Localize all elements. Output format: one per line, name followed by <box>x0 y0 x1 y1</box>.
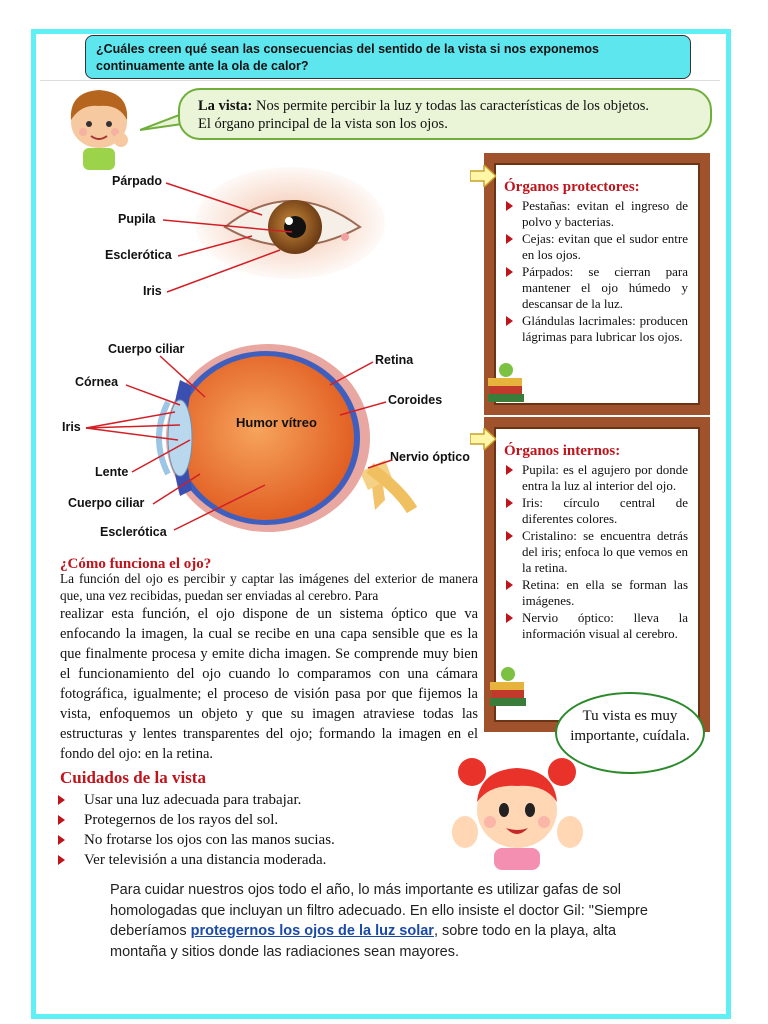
bottom-text-after: , sobre todo en la playa, alta montaña y… <box>110 923 617 960</box>
how-title: ¿Cómo funciona el ojo? <box>60 556 212 572</box>
list-item: Ver televisión a una distancia moderada. <box>56 850 335 870</box>
label-esclerotica-ext: Esclerótica <box>105 248 172 262</box>
label-pupila: Pupila <box>118 212 156 226</box>
list-item: Pestañas: evitan el ingreso de polvo y b… <box>504 198 688 230</box>
definition-term: La vista: <box>198 98 253 114</box>
list-item: Cristalino: se encuentra detrás del iris… <box>504 528 688 576</box>
label-parpado: Párpado <box>112 174 163 188</box>
sun-protection-link[interactable]: protegernos los ojos de la luz solar <box>190 923 434 939</box>
list-item: Protegernos de los rayos del sol. <box>56 810 335 830</box>
label-cornea: Córnea <box>75 375 119 389</box>
protectores-list: Pestañas: evitan el ingreso de polvo y b… <box>504 198 688 345</box>
label-retina: Retina <box>375 353 414 367</box>
panel-organos-protectores: Órganos protectores: Pestañas: evitan el… <box>484 153 710 415</box>
definition-line2: El órgano principal de la vista son los … <box>198 116 448 132</box>
care-speech-bubble: Tu vista es muy importante, cuídala. <box>555 692 705 774</box>
protectores-title: Órganos protectores: <box>504 179 640 195</box>
boy-illustration <box>70 90 128 170</box>
list-item: No frotarse los ojos con las manos sucia… <box>56 830 335 850</box>
care-list: Usar una luz adecuada para trabajar. Pro… <box>56 790 335 870</box>
label-cuerpo-ciliar-top: Cuerpo ciliar <box>108 342 185 356</box>
how-intro: La función del ojo es percibir y captar … <box>60 571 478 603</box>
external-eye-illustration <box>195 167 385 279</box>
how-paragraph: La función del ojo es percibir y captar … <box>60 571 478 764</box>
eye-cross-section-illustration <box>156 344 418 532</box>
books-apple-icon <box>488 363 524 402</box>
list-item: Retina: en ella se forman las imágenes. <box>504 577 688 609</box>
list-item: Párpados: se cierran para mantener el oj… <box>504 264 688 312</box>
label-coroides: Coroides <box>388 393 443 407</box>
page-frame <box>31 29 731 1019</box>
books-apple-icon <box>490 667 526 706</box>
list-item: Iris: círculo central de diferentes colo… <box>504 495 688 527</box>
bottom-paragraph: Para cuidar nuestros ojos todo el año, l… <box>110 880 670 962</box>
care-title: Cuidados de la vista <box>60 768 206 787</box>
internos-title: Órganos internos: <box>504 443 621 459</box>
label-esclerotica-cross: Esclerótica <box>100 525 167 539</box>
list-item: Glándulas lacrimales: producen lágrimas … <box>504 313 688 345</box>
definition-line1: Nos permite percibir la luz y todas las … <box>256 98 649 114</box>
label-humor-vitreo: Humor vítreo <box>236 415 317 430</box>
list-item: Pupila: es el agujero por donde entra la… <box>504 462 688 494</box>
arrow-icon <box>470 428 496 450</box>
question-box: ¿Cuáles creen qué sean las consecuencias… <box>85 35 691 79</box>
how-body: realizar esta función, el ojo dispone de… <box>60 606 478 762</box>
label-iris-cross: Iris <box>62 420 81 434</box>
definition-bubble: La vista: Nos permite percibir la luz y … <box>178 88 712 140</box>
girl-illustration <box>452 758 583 870</box>
internos-list: Pupila: es el agujero por donde entra la… <box>504 462 688 642</box>
label-cuerpo-ciliar-bottom: Cuerpo ciliar <box>68 496 145 510</box>
arrow-icon <box>470 165 496 187</box>
list-item: Nervio óptico: lleva la información visu… <box>504 610 688 642</box>
bottom-text-before: Para cuidar nuestros ojos todo el año, l… <box>110 882 648 939</box>
label-nervio-optico: Nervio óptico <box>390 450 470 464</box>
label-lente: Lente <box>95 465 129 479</box>
list-item: Usar una luz adecuada para trabajar. <box>56 790 335 810</box>
label-iris-ext: Iris <box>143 284 162 298</box>
list-item: Cejas: evitan que el sudor entre en los … <box>504 231 688 263</box>
divider <box>40 80 720 81</box>
